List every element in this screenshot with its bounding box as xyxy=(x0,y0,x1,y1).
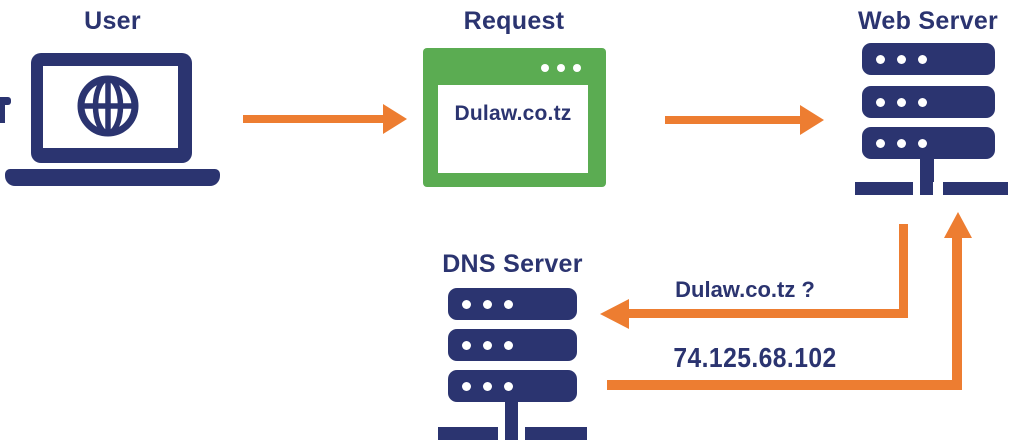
server-base-segment xyxy=(505,427,518,440)
dns-answer-label: 74.125.68.102 xyxy=(673,342,837,373)
browser-window-icon: Dulaw.co.tz xyxy=(423,48,606,187)
server-led-icon xyxy=(483,299,492,309)
server-base-segment xyxy=(943,182,1008,195)
web-server-node-label: Web Server xyxy=(857,7,999,35)
server-led-icon xyxy=(897,138,906,148)
browser-url-text: Dulaw.co.tz xyxy=(454,102,572,125)
server-base-segment xyxy=(438,427,498,440)
server-stem xyxy=(505,402,518,427)
dns-query-label: Dulaw.co.tz ? xyxy=(675,277,815,302)
cropped-edge-shape-arm xyxy=(0,97,11,105)
server-led-icon xyxy=(876,97,885,107)
arrowhead-left-icon xyxy=(600,299,629,329)
browser-dot-icon xyxy=(541,64,549,72)
server-led-icon xyxy=(504,381,513,391)
server-led-icon xyxy=(897,97,906,107)
arrowhead-right-icon xyxy=(383,104,407,134)
laptop-base xyxy=(5,169,220,186)
server-base-segment xyxy=(920,182,933,195)
server-led-icon xyxy=(483,340,492,350)
request-node-label: Request xyxy=(463,7,565,35)
server-base-segment xyxy=(525,427,587,440)
cropped-edge-shape xyxy=(0,97,12,124)
server-led-icon xyxy=(876,138,885,148)
arrow-user-to-request xyxy=(243,104,407,134)
web-server-icon xyxy=(855,43,1010,195)
server-led-icon xyxy=(504,340,513,350)
arrowhead-right-icon xyxy=(800,105,824,135)
dns-server-icon xyxy=(438,288,588,440)
server-unit xyxy=(862,127,995,159)
server-unit xyxy=(448,329,577,361)
user-node-label: User xyxy=(84,7,141,35)
server-led-icon xyxy=(462,381,471,391)
server-led-icon xyxy=(918,97,927,107)
cropped-edge-shape-bar xyxy=(0,97,5,123)
browser-dot-icon xyxy=(573,64,581,72)
arrow-request-to-web-server xyxy=(665,105,824,135)
browser-dot-icon xyxy=(557,64,565,72)
server-unit xyxy=(862,86,995,118)
server-stem xyxy=(920,159,934,182)
server-led-icon xyxy=(462,299,471,309)
server-led-icon xyxy=(876,54,885,64)
server-unit xyxy=(862,43,995,75)
globe-icon xyxy=(77,75,139,137)
server-led-icon xyxy=(462,340,471,350)
server-base-segment xyxy=(855,182,913,195)
server-led-icon xyxy=(504,299,513,309)
arrowhead-up-icon xyxy=(944,212,972,238)
laptop-icon xyxy=(3,48,223,188)
dns-server-node-label: DNS Server xyxy=(442,250,583,278)
server-led-icon xyxy=(897,54,906,64)
server-led-icon xyxy=(918,138,927,148)
server-led-icon xyxy=(483,381,492,391)
browser-viewport xyxy=(438,85,588,173)
server-unit xyxy=(448,288,577,320)
server-led-icon xyxy=(918,54,927,64)
server-unit xyxy=(448,370,577,402)
